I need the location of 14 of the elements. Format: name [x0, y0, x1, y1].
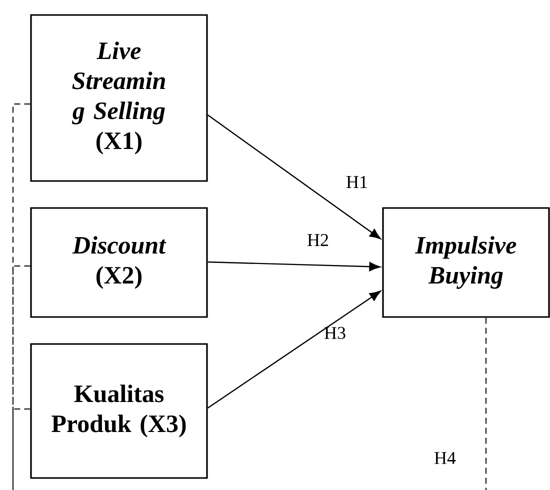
arrow	[208, 261, 380, 272]
variable-box: Live Streamin g Selling (X1)	[30, 14, 208, 182]
variable-box: Impulsive Buying	[382, 207, 550, 318]
edge-label: H2	[308, 234, 328, 246]
arrow	[207, 290, 381, 408]
edge-label: H1	[346, 176, 367, 188]
variable-box: Kualitas Produk (X3)	[30, 343, 208, 479]
edge-label: H4	[434, 452, 456, 464]
connector-line	[12, 408, 31, 490]
connector-line	[12, 104, 31, 490]
connector-line	[12, 266, 31, 490]
variable-box: Discount (X2)	[30, 207, 208, 318]
edge-label: H3	[324, 326, 346, 340]
arrow	[207, 114, 381, 240]
